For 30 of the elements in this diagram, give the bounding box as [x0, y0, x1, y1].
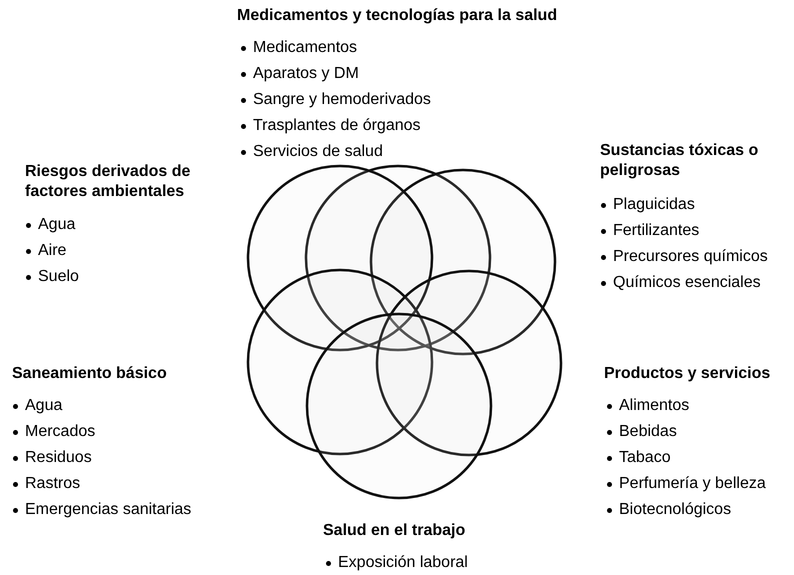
list-item: Químicos esenciales: [613, 273, 761, 293]
group-heading: Sustancias tóxicas o peligrosas: [600, 141, 760, 181]
list-item: Perfumería y belleza: [619, 474, 766, 494]
list-item: Trasplantes de órganos: [253, 116, 421, 136]
list-item: Agua: [38, 215, 76, 235]
venn-circle: [306, 312, 492, 500]
group-heading: Saneamiento básico: [12, 364, 167, 384]
list-item: Residuos: [25, 448, 92, 468]
list-item: Bebidas: [619, 422, 677, 442]
group-heading: Salud en el trabajo: [323, 521, 466, 541]
list-item: Plaguicidas: [613, 195, 695, 215]
group-heading: Medicamentos y tecnologías para la salud: [237, 6, 558, 26]
list-item: Mercados: [25, 422, 96, 442]
list-item: Agua: [25, 396, 62, 416]
group-heading: Riesgos derivados de factores ambientales: [25, 162, 192, 202]
list-item: Sangre y hemoderivados: [253, 90, 431, 110]
list-item: Precursores químicos: [613, 247, 768, 267]
list-item: Suelo: [38, 267, 79, 287]
list-item: Aire: [38, 241, 66, 261]
list-item: Rastros: [25, 474, 80, 494]
list-item: Fertilizantes: [613, 221, 700, 241]
list-item: Medicamentos: [253, 38, 358, 58]
list-item: Emergencias sanitarias: [25, 500, 192, 520]
group-heading: Productos y servicios: [604, 364, 770, 384]
list-item: Exposición laboral: [338, 553, 468, 573]
list-item: Aparatos y DM: [253, 64, 359, 84]
list-item: Alimentos: [619, 396, 690, 416]
list-item: Biotecnológicos: [619, 500, 732, 520]
list-item: Tabaco: [619, 448, 671, 468]
list-item: Servicios de salud: [253, 142, 383, 162]
